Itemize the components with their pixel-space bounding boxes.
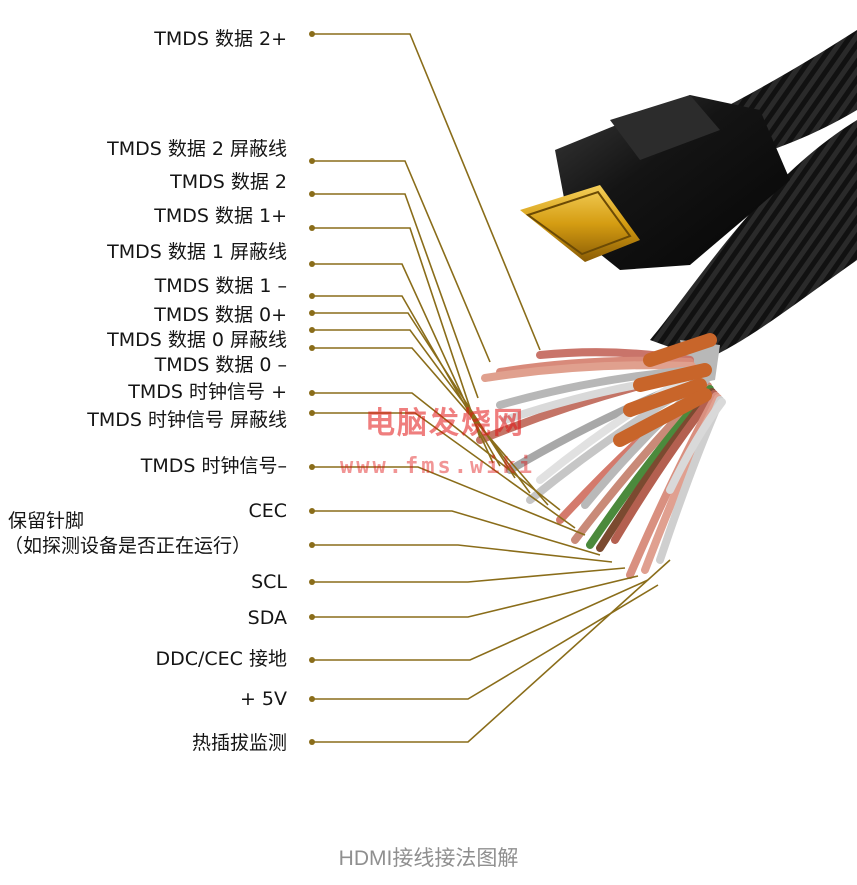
wire-jacket <box>623 378 707 417</box>
label-5v: + 5V <box>239 688 287 710</box>
watermark-title: 电脑发烧网 <box>365 406 525 441</box>
leader-line <box>312 412 576 529</box>
wire-jacket <box>643 333 717 367</box>
leader-dot <box>309 739 315 745</box>
label-reserved-pin-note: （如探测设备是否正在运行） <box>4 535 252 557</box>
leader-dot <box>309 327 315 333</box>
leader-dot <box>309 410 315 416</box>
wire-strand <box>611 390 718 544</box>
leader-line <box>312 33 541 351</box>
label-tmds-data1-plus: TMDS 数据 1+ <box>154 205 287 227</box>
label-tmds-data0-shield: TMDS 数据 0 屏蔽线 <box>107 329 287 351</box>
label-tmds-data0-minus: TMDS 数据 0 – <box>154 354 287 376</box>
leader-line <box>312 347 549 506</box>
leader-dot <box>309 579 315 585</box>
wire-strand <box>481 361 696 382</box>
leader-dot <box>309 158 315 164</box>
leader-dot <box>309 390 315 396</box>
wire-strand <box>666 398 726 494</box>
label-tmds-data2-shield: TMDS 数据 2 屏蔽线 <box>107 138 287 160</box>
leader-dot <box>309 261 315 267</box>
leader-line <box>312 544 613 563</box>
leader-dot <box>309 508 315 514</box>
label-tmds-data2-minus: TMDS 数据 2 <box>170 171 287 193</box>
label-tmds-clock-plus: TMDS 时钟信号 + <box>128 381 287 403</box>
watermark-url: www.fms.wiki <box>340 454 535 479</box>
leader-line <box>312 227 481 439</box>
label-cec: CEC <box>248 500 287 522</box>
leader-dot <box>309 191 315 197</box>
label-ddc-cec-ground: DDC/CEC 接地 <box>155 648 287 670</box>
cable-jacket <box>650 120 857 360</box>
leader-line <box>312 392 561 511</box>
label-tmds-clock-minus: TMDS 时钟信号– <box>140 455 287 477</box>
wire-bundle <box>476 333 726 579</box>
leader-dot <box>309 345 315 351</box>
label-reserved-pin: 保留针脚 <box>8 510 85 532</box>
leader-dot <box>309 542 315 548</box>
figure-caption: HDMI接线接法图解 <box>338 847 519 870</box>
leader-line <box>312 295 501 467</box>
leader-line <box>312 510 601 556</box>
leader-dot <box>309 225 315 231</box>
wire-jacket <box>633 363 712 392</box>
leader-dots <box>309 31 315 745</box>
label-scl: SCL <box>251 571 287 593</box>
label-tmds-data1-minus: TMDS 数据 1 – <box>154 275 287 297</box>
leader-line <box>312 579 649 661</box>
hdmi-plug <box>520 95 790 270</box>
leader-line <box>312 584 659 700</box>
label-hot-plug-detect: 热插拔监测 <box>191 732 287 754</box>
leader-dot <box>309 657 315 663</box>
leader-line <box>312 567 626 583</box>
leader-line <box>312 466 586 536</box>
leader-line <box>312 193 479 399</box>
leader-dot <box>309 696 315 702</box>
leader-line <box>312 575 639 618</box>
label-tmds-data0-plus: TMDS 数据 0+ <box>154 304 287 326</box>
wire-jacket <box>613 388 712 447</box>
leader-line <box>312 160 491 363</box>
label-tmds-data1-shield: TMDS 数据 1 屏蔽线 <box>107 241 287 263</box>
label-tmds-clock-shield: TMDS 时钟信号 屏蔽线 <box>87 409 287 431</box>
leader-line <box>312 559 671 743</box>
leader-dot <box>309 31 315 37</box>
label-sda: SDA <box>247 607 287 629</box>
label-tmds-data2-plus: TMDS 数据 2+ <box>154 28 287 50</box>
leader-dot <box>309 614 315 620</box>
leader-dot <box>309 464 315 470</box>
leader-lines <box>312 33 671 743</box>
leader-dot <box>309 310 315 316</box>
leader-dot <box>309 293 315 299</box>
